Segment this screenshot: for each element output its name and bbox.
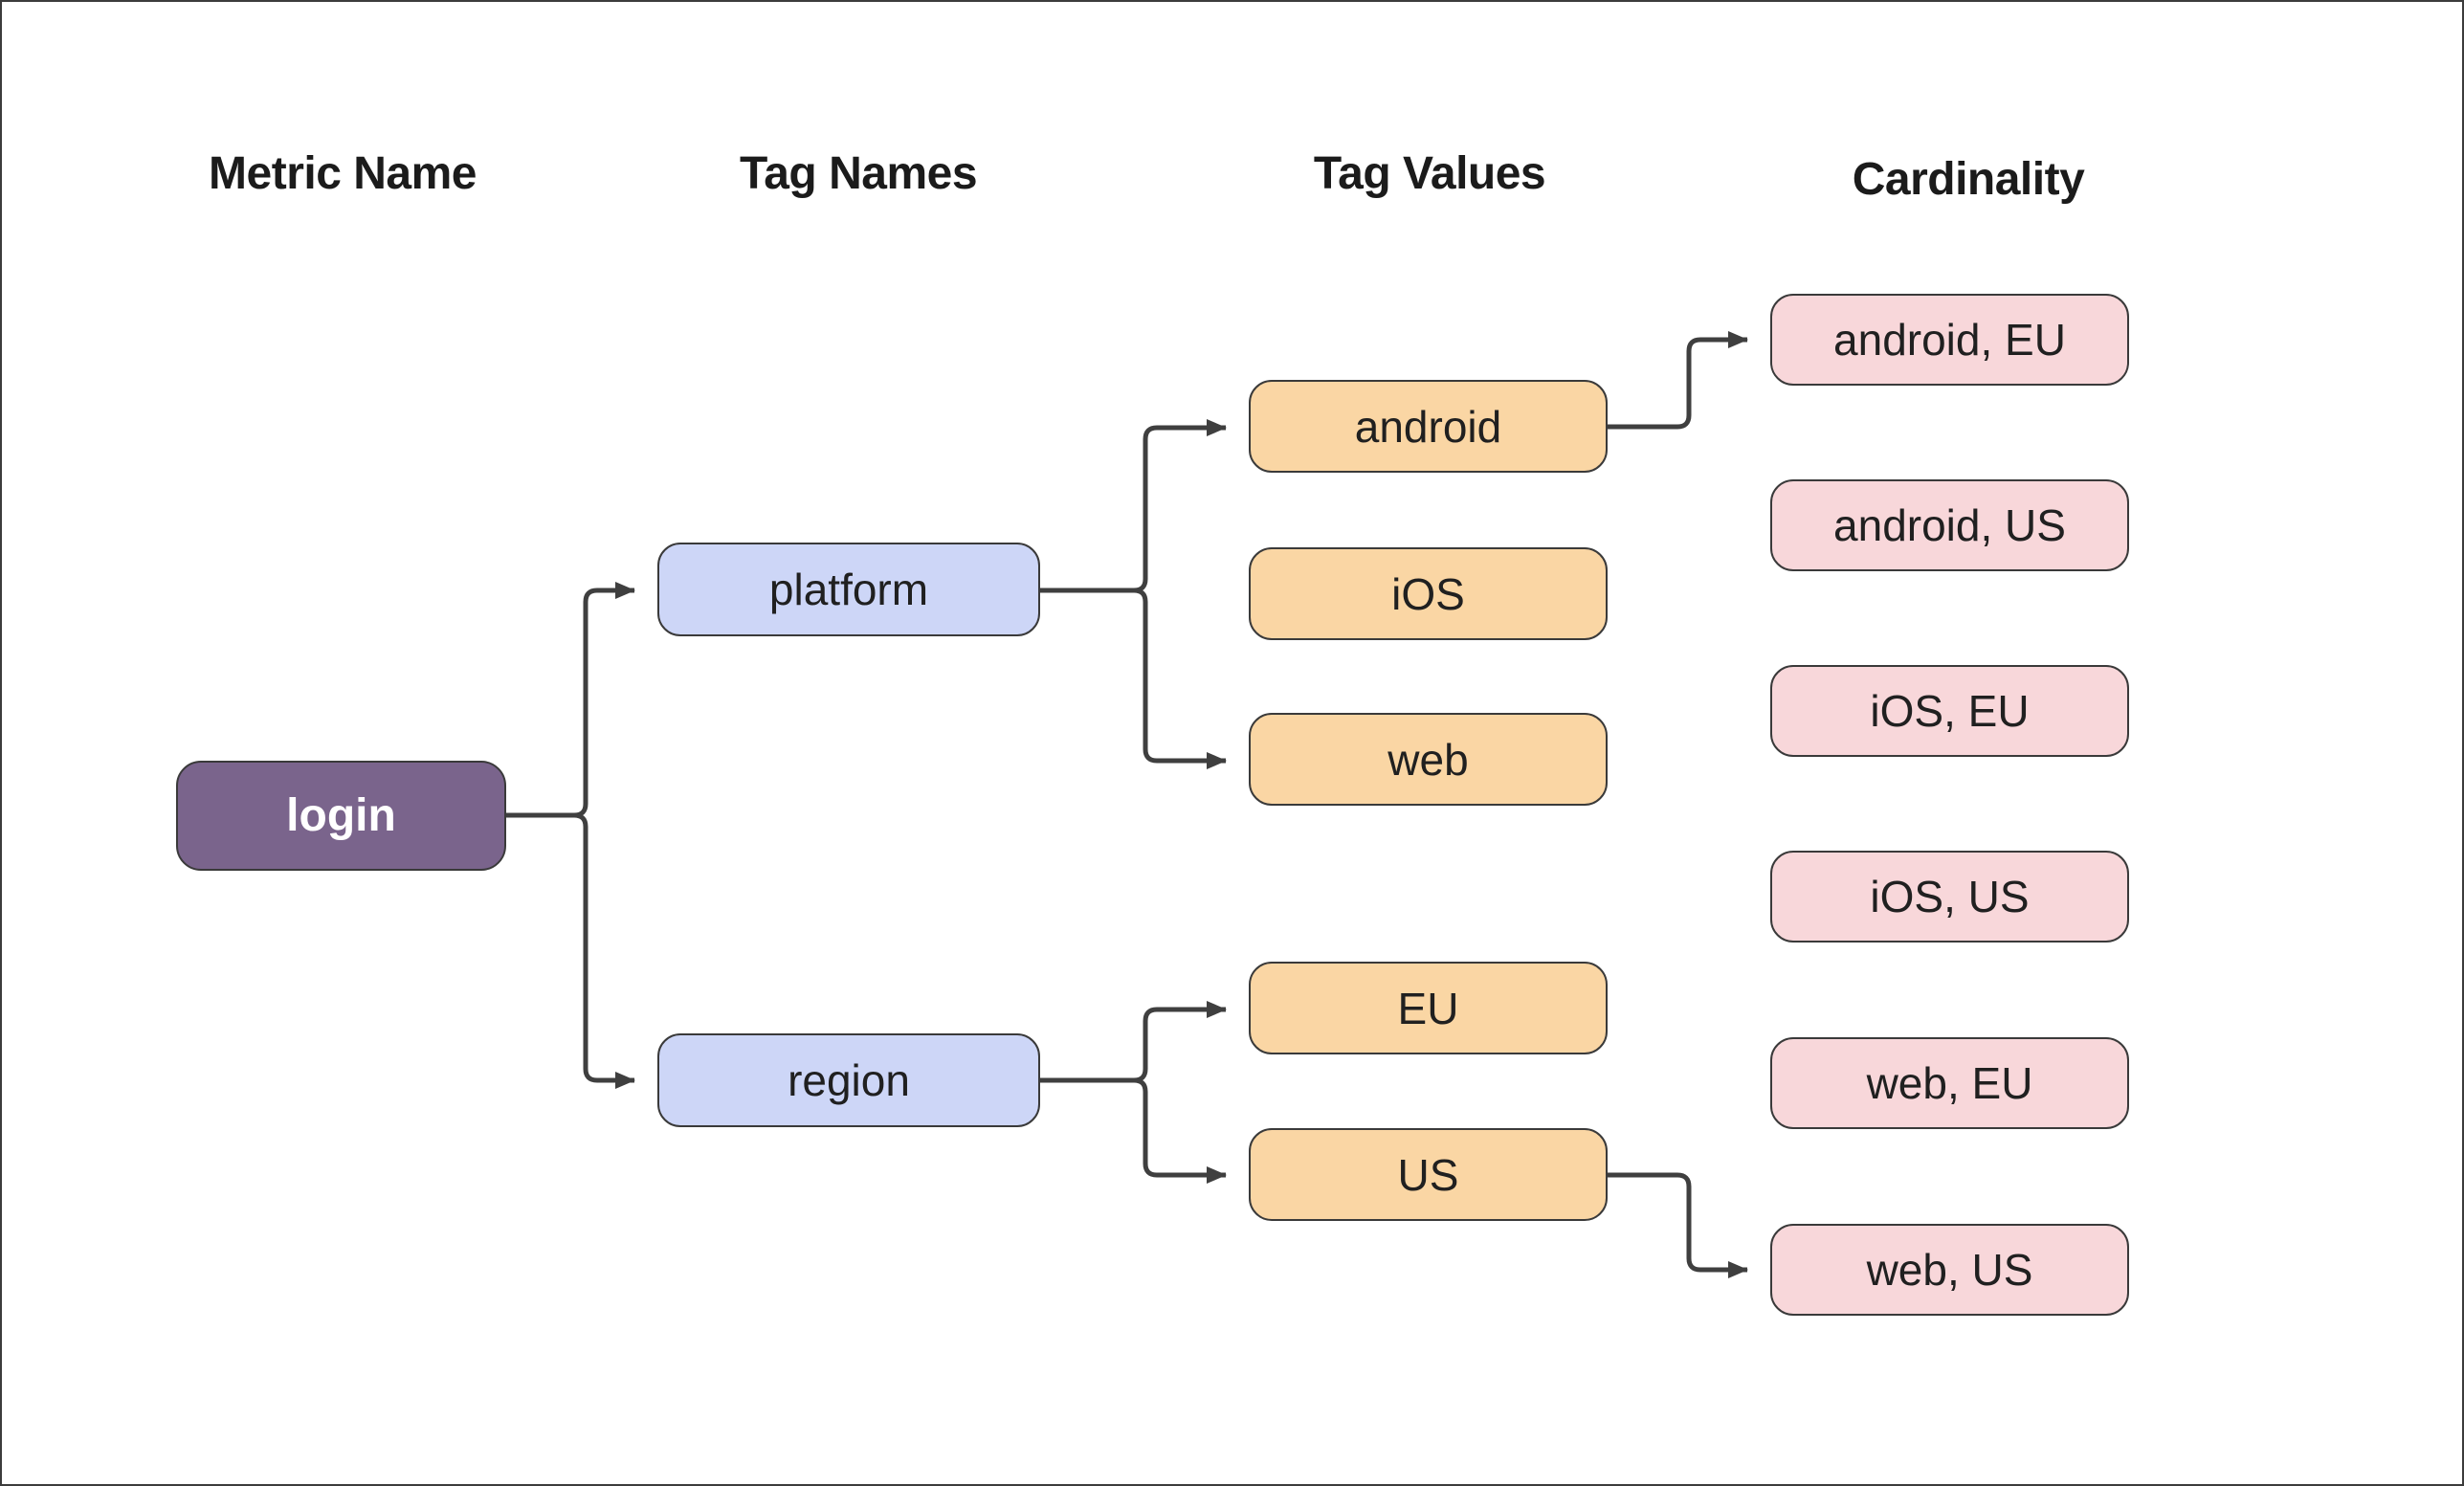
column-header-tag-values: Tag Values (1313, 148, 1546, 199)
node-region: region (657, 1033, 1040, 1127)
edge-region-eu (1040, 1001, 1227, 1083)
column-header-cardinality: Cardinality (1852, 154, 2085, 205)
node-android: android (1249, 380, 1608, 473)
node-ios-us: iOS, US (1770, 851, 2129, 943)
column-header-metric-name: Metric Name (209, 148, 477, 199)
node-eu: EU (1249, 962, 1608, 1054)
node-web-us: web, US (1770, 1224, 2129, 1316)
edge-platform-web (1040, 588, 1227, 769)
column-header-tag-names: Tag Names (739, 148, 978, 199)
node-android-us: android, US (1770, 479, 2129, 571)
node-platform: platform (657, 543, 1040, 636)
edge-login-platform (506, 582, 635, 818)
node-ios-eu: iOS, EU (1770, 665, 2129, 757)
edge-android-android-eu (1608, 331, 1748, 430)
node-web-eu: web, EU (1770, 1037, 2129, 1129)
node-android-eu: android, EU (1770, 294, 2129, 386)
node-us: US (1249, 1128, 1608, 1221)
node-ios: iOS (1249, 547, 1608, 640)
edge-platform-android (1040, 419, 1227, 593)
node-login: login (176, 761, 506, 871)
edge-region-us (1040, 1077, 1227, 1184)
edge-us-web-us (1608, 1172, 1748, 1278)
edge-login-region (506, 812, 635, 1089)
node-web: web (1249, 713, 1608, 806)
